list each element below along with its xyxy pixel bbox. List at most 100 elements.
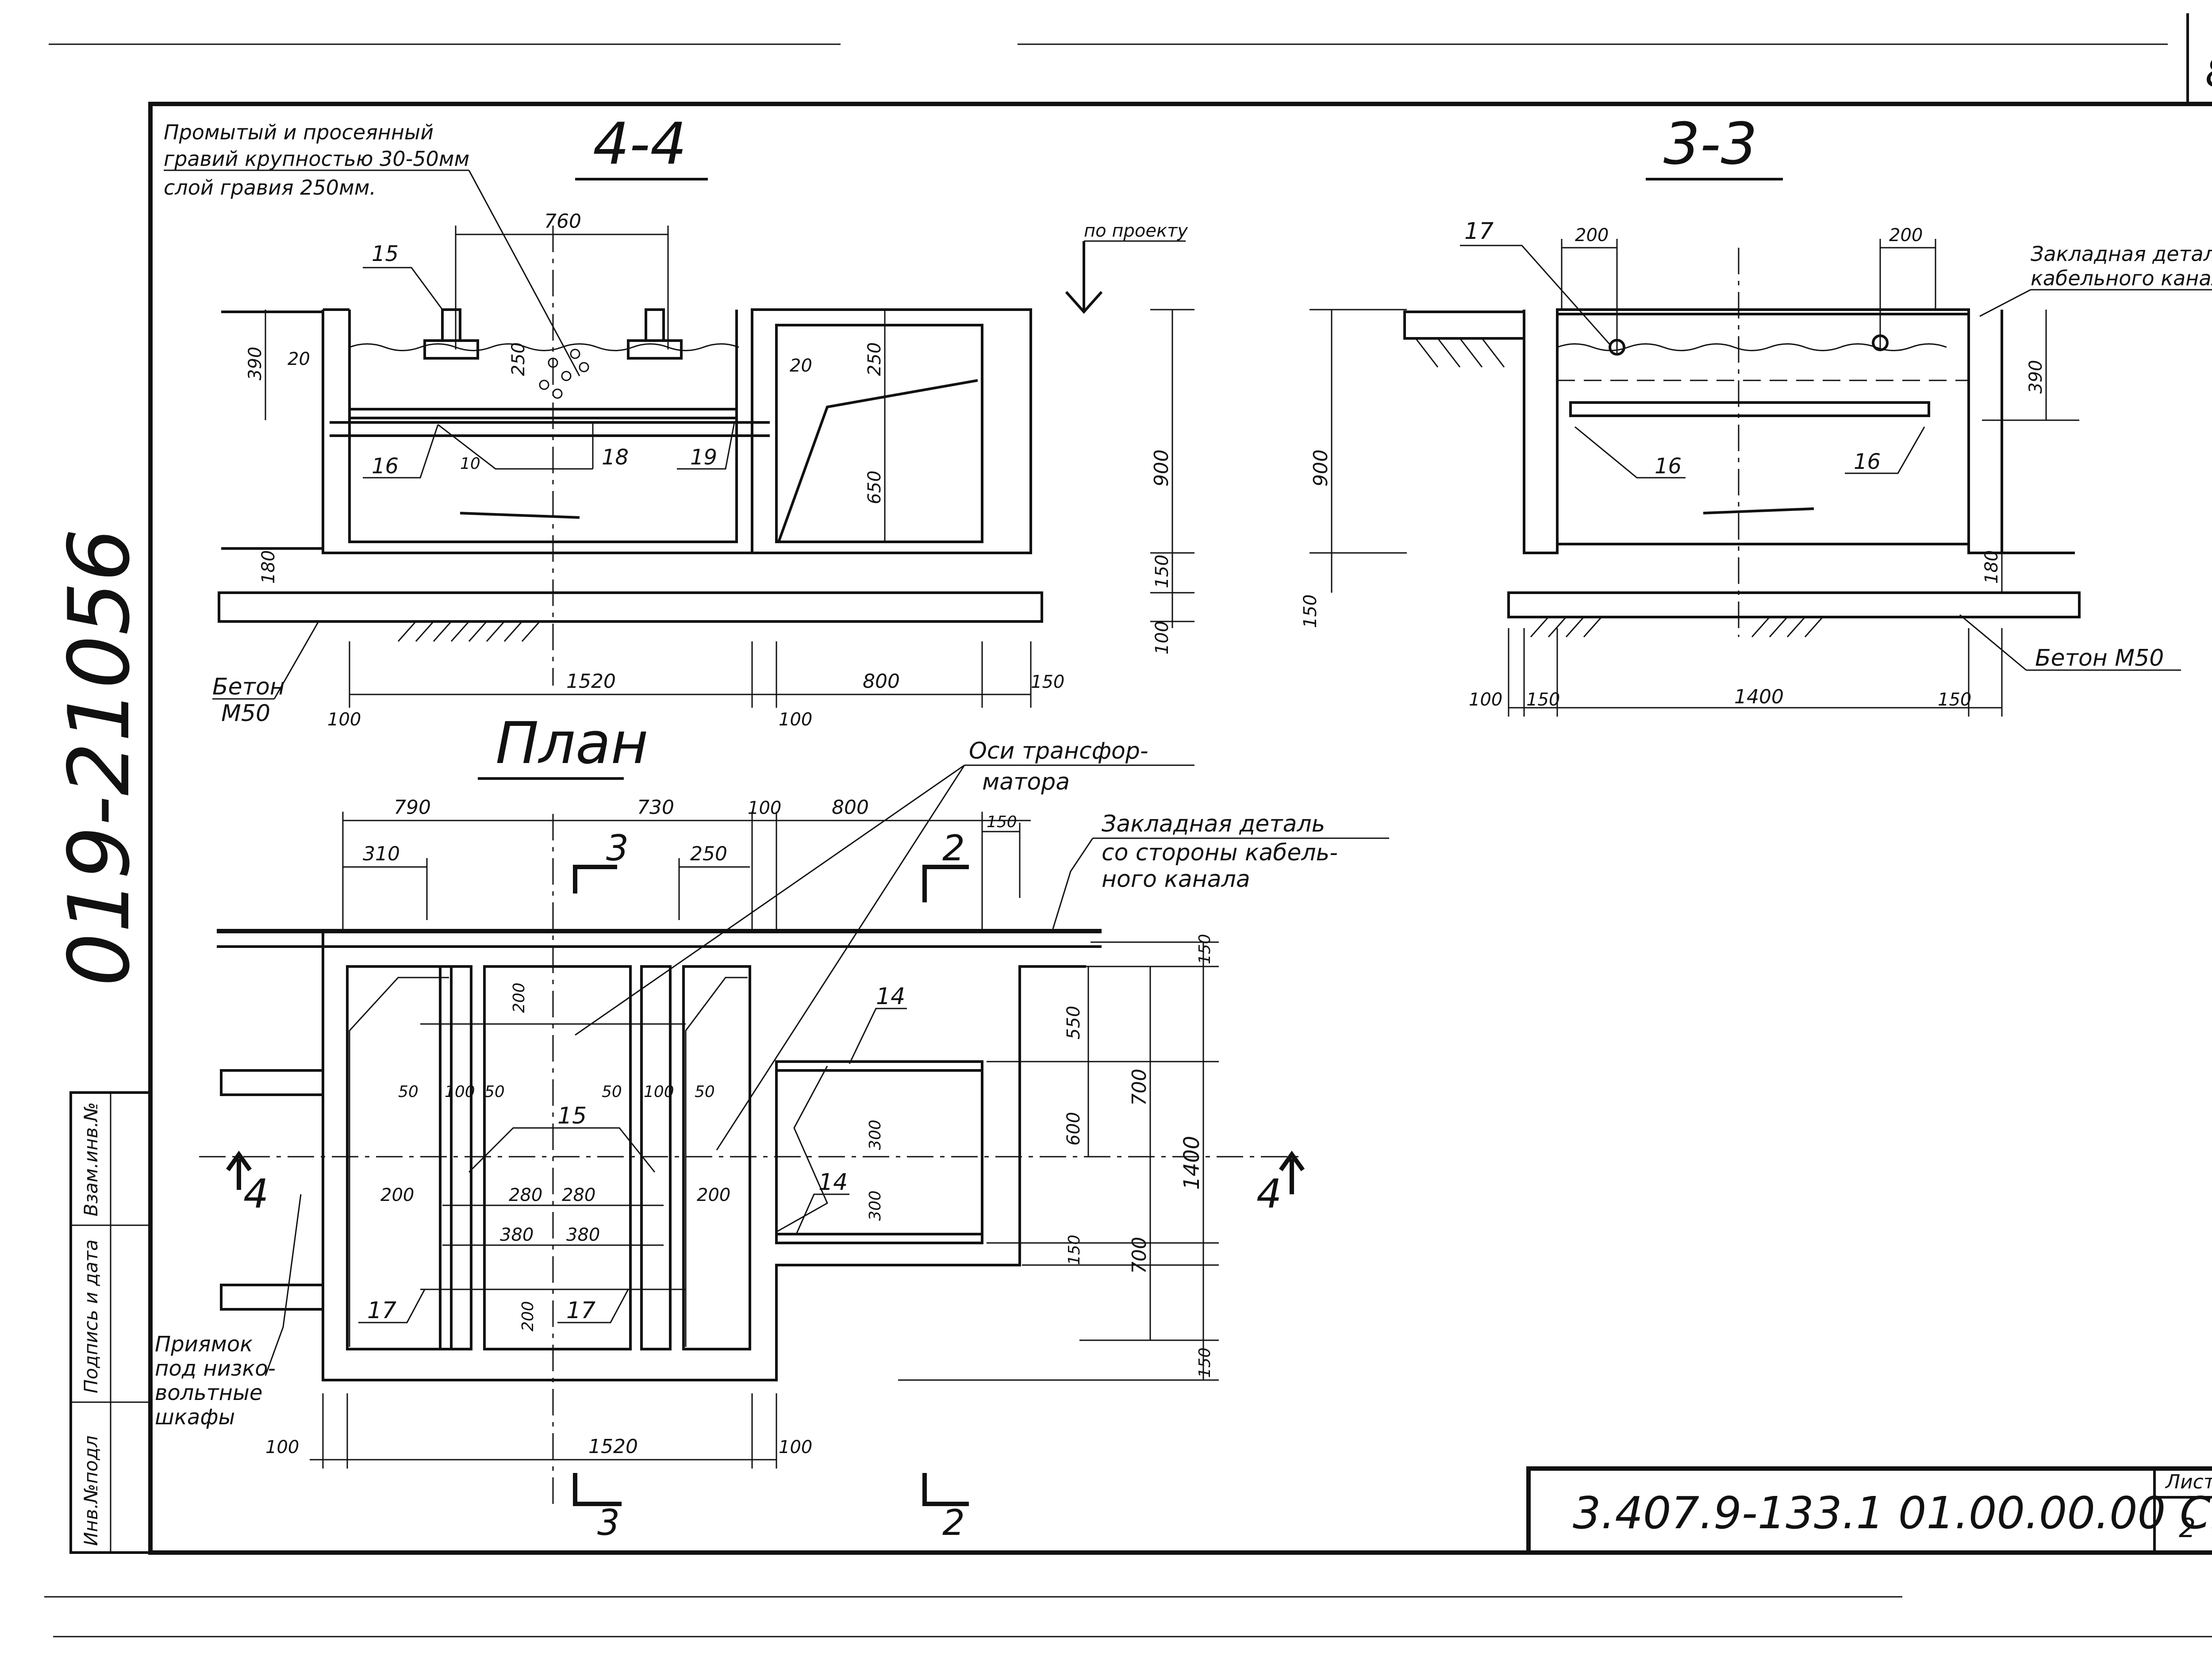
sheet-frame [44,13,2212,1637]
plan-dim-100-b: 100 [644,1083,674,1101]
plan-dim-700-top: 700 [1128,1069,1151,1106]
plan-dim-550: 550 [1064,1006,1084,1039]
dim-150-right: 150 [1031,672,1064,692]
plan-dim-200-c: 200 [697,1185,730,1205]
section-mark-4-right: 4 [1256,1171,1282,1217]
plan-title: План [495,709,649,777]
plan-embedded-line3: ного канала [1102,866,1250,893]
dim-150-b: 150 [1938,690,1971,710]
dim-390: 390 [2026,360,2046,394]
sheet-number: 2 [2179,1513,2196,1544]
section-4-4-title: 4-4 [593,110,687,177]
plan-dim-lines [310,812,1219,1469]
plan-dim-100-a: 100 [445,1083,475,1101]
plan-dim-250: 250 [690,843,727,865]
callout-16-right: 16 [1854,449,1881,474]
section-mark-3-bottom: 3 [597,1502,620,1543]
plan-dim-790: 790 [394,796,431,819]
plan-dim-310: 310 [363,843,400,865]
embedded-part-line1: Закладная деталь [2031,242,2212,266]
plan-dim-50-b: 50 [484,1083,505,1101]
callout-16: 16 [372,454,399,479]
dim-150: 150 [1152,555,1172,588]
dim-1400: 1400 [1734,686,1784,708]
plan-callout-14-bottom: 14 [818,1169,848,1196]
section-mark-2-top: 2 [942,828,965,869]
dim-100: 100 [1152,621,1172,655]
section-3-3: 3-3 [1300,110,2212,717]
plan-dim-600: 600 [1064,1112,1084,1146]
section-3-3-dim-lines [1310,239,2079,717]
plan-dim-100-bottom-right: 100 [779,1437,812,1457]
dim-390: 390 [245,347,265,380]
vertical-code: 019-21056 [50,528,148,986]
section-4-4: 4-4 Промытый и просеянный гравий крупнос… [164,110,1194,730]
drawing-designation: 3.407.9-133.1 01.00.00.00 СБ [1573,1487,2212,1539]
gravel-note-line3: слой гравия 250мм. [164,176,376,199]
plan-dim-100-bottom-left: 100 [265,1437,299,1457]
callout-15: 15 [372,242,399,266]
section-mark-4-left: 4 [243,1171,269,1217]
plan-dim-730: 730 [637,796,674,819]
sheet-label: Лист [2165,1471,2212,1493]
dim-20-left: 20 [288,349,310,369]
dim-650: 650 [864,471,885,504]
stamp-original-inventory: Инв.№подл [80,1435,102,1546]
pit-line3: вольтные [155,1381,262,1405]
dim-250: 250 [508,342,529,376]
embedded-part-line2: кабельного канала [2031,266,2212,290]
by-project-label: по проекту [1084,221,1188,241]
dim-180: 180 [1982,550,2002,584]
plan-callout-14-top: 14 [876,983,905,1010]
section-4-4-dim-lines [265,226,1194,708]
concrete-label-line1: Бетон [212,674,285,700]
dim-150-a: 150 [1526,690,1560,710]
stamp-replacement-inventory: Взам.инв.№ [80,1102,102,1216]
gravel-note-line2: гравий крупностью 30-50мм [164,147,469,171]
callout-18: 18 [602,445,629,470]
dim-150-left: 150 [1300,594,1321,628]
page-number: 8 [2205,50,2212,96]
pit-line4: шкафы [155,1405,235,1430]
plan-callout-17-right: 17 [566,1297,595,1324]
dim-100: 100 [1469,690,1502,710]
plan-dim-700-bottom: 700 [1128,1237,1151,1274]
plan-dim-150-r1: 150 [1196,934,1214,964]
dim-100-left: 100 [327,709,361,730]
section-3-3-title: 3-3 [1663,110,1757,177]
plan-dim-50-d: 50 [695,1083,715,1101]
plan-dim-300-a: 300 [866,1120,884,1150]
plan-dim-380-a: 380 [500,1225,534,1245]
title-block [1526,1466,2212,1555]
transformer-axes-line1: Оси трансфор- [969,738,1148,764]
plan-dim-50-a: 50 [398,1083,419,1101]
plan-dim-200-a: 200 [510,982,528,1013]
section-mark-2-bottom: 2 [942,1502,965,1543]
plan-dim-50-c: 50 [602,1083,622,1101]
plan-dim-380-b: 380 [566,1225,600,1245]
callout-17: 17 [1464,218,1494,245]
plan-dim-150-r2: 150 [1065,1235,1083,1265]
dim-180: 180 [258,550,279,584]
callout-19: 19 [690,445,717,470]
plan-callout-17-left: 17 [367,1297,396,1324]
dim-250-right: 250 [864,342,885,376]
dim-200-left: 200 [1575,225,1609,245]
dim-760: 760 [544,210,581,233]
plan-dim-200-b: 200 [380,1185,414,1205]
plan-dim-1520: 1520 [588,1435,638,1458]
plan-embedded-line2: со стороны кабель- [1102,840,1338,866]
dim-800: 800 [863,670,900,693]
dim-10: 10 [460,455,480,473]
plan-dim-150-r3: 150 [1196,1347,1214,1378]
pit-line2: под низко- [155,1356,276,1381]
stamp-signature-date: Подпись и дата [80,1239,102,1393]
plan-dim-300-b: 300 [866,1190,884,1221]
dim-900: 900 [1310,449,1332,487]
plan-embedded-line1: Закладная деталь [1102,811,1325,837]
concrete-label-line2: М50 [221,700,270,727]
dim-100-mid: 100 [779,709,812,730]
pit-line1: Приямок [155,1332,253,1357]
section-mark-3-top: 3 [606,828,629,869]
